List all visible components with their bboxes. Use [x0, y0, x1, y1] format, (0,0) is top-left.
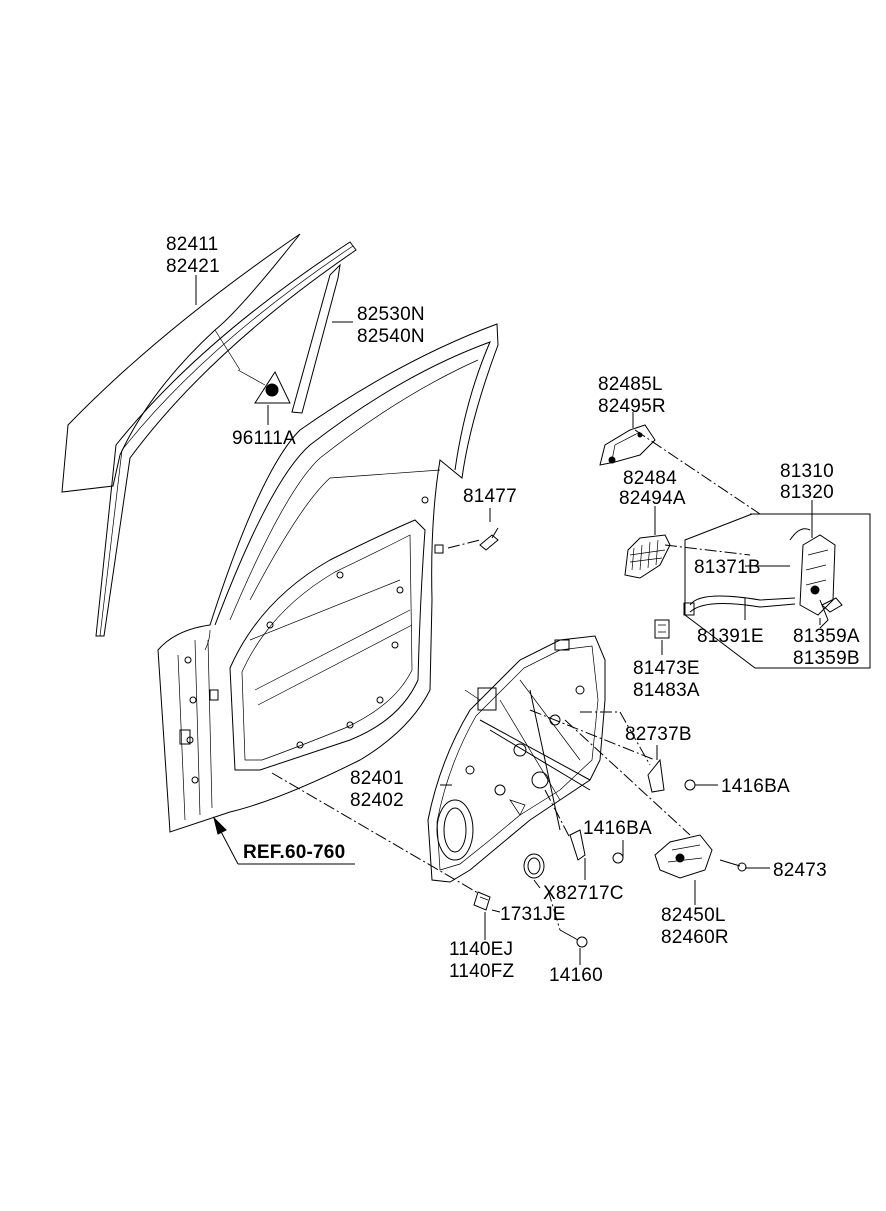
solid-leaders [195, 275, 821, 965]
glass-run-channel [95, 241, 357, 637]
door-latch-part [789, 528, 836, 629]
dashed-leaders [271, 429, 761, 931]
regulator-module-panel [427, 635, 606, 883]
label-plug: 1731JE [500, 904, 566, 925]
grommet-part [523, 853, 545, 879]
label-screw-1140-1: 1140EJ [449, 939, 513, 960]
clip-part [821, 597, 843, 613]
screw-1140-part [473, 891, 491, 911]
latch-cable-part [683, 595, 796, 616]
label-bracket-upper-2: 82495R [598, 396, 666, 417]
label-channel-2: 82540N [357, 326, 425, 347]
label-bracket-82737: 82737B [625, 724, 692, 745]
label-striker-2: 81483A [633, 680, 700, 701]
label-bracket-handle-1: 82484 [623, 468, 677, 489]
label-glass-2: 82421 [166, 256, 220, 277]
label-cable-lower: 81391E [697, 626, 764, 647]
latch-group-box [684, 513, 871, 669]
label-clip-2: 81359B [793, 648, 860, 669]
ref-arrow [213, 816, 355, 865]
bolt-81477-part [479, 527, 499, 551]
sticker-part [237, 369, 291, 404]
nut-lower [612, 852, 624, 864]
label-grommet: X82717C [543, 883, 624, 904]
label-panel-2: 82402 [350, 790, 404, 811]
label-bracket-handle-2: 82494A [619, 488, 686, 509]
striker-part [654, 619, 670, 639]
label-regulator-motor-2: 82460R [661, 927, 729, 948]
door-frame [157, 323, 499, 833]
label-nut-upper: 1416BA [721, 776, 790, 797]
handle-bracket-part [624, 534, 671, 579]
bolt-14160-part [559, 929, 588, 948]
label-clip-1: 81359A [793, 626, 860, 647]
label-screw-1140-2: 1140FZ [449, 961, 514, 982]
label-latch-2: 81320 [780, 482, 834, 503]
label-striker-1: 81473E [633, 658, 700, 679]
label-nut-lower: 1416BA [583, 818, 652, 839]
label-channel-1: 82530N [357, 304, 425, 325]
nut-upper [684, 779, 696, 791]
label-bolt-81477: 81477 [463, 486, 517, 507]
label-latch-1: 81310 [780, 461, 834, 482]
label-regulator-motor-1: 82450L [661, 905, 726, 926]
label-cable-upper: 81371B [694, 557, 761, 578]
label-panel-1: 82401 [350, 768, 404, 789]
label-glass-1: 82411 [166, 234, 218, 255]
upper-bracket-part [599, 424, 656, 466]
label-bracket-upper-1: 82485L [598, 374, 663, 395]
bracket-82737b-part [647, 758, 665, 793]
label-reference: REF.60-760 [243, 842, 345, 863]
door-glass [61, 233, 301, 493]
label-bolt-14160: 14160 [549, 965, 603, 986]
regulator-motor-part [654, 834, 713, 879]
label-motor-bolt: 82473 [773, 860, 827, 881]
label-sticker: 96111A [232, 428, 296, 449]
motor-bolt-part [719, 859, 747, 872]
small-bracket-part [569, 829, 586, 861]
part-labels: 82411 82421 82530N 82540N 96111A 81477 8… [166, 234, 860, 986]
front-channel [291, 263, 341, 414]
